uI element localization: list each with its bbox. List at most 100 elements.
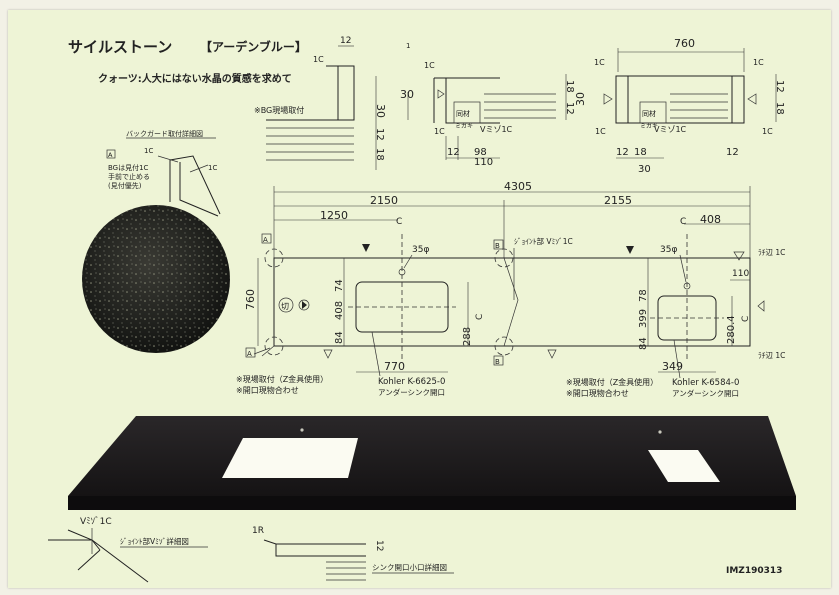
section-right-dim-30b: 30 (638, 164, 651, 175)
section-right-material: 同材 (642, 109, 656, 118)
plan-dim-1250: 1250 (320, 209, 348, 222)
plan-circle-mark: 切 (281, 302, 289, 311)
section-mid-ref: 1 (406, 42, 410, 50)
plan-dim-c-left: C (475, 314, 485, 320)
section-mid-dim-98: 98 (474, 147, 487, 158)
joint-detail: Vﾐｿﾞ1C ｼﾞｮｲﾝﾄ部Vﾐｿﾞ詳細図 (48, 516, 208, 583)
plan-undersink-left: アンダーシンク開口 (378, 387, 445, 397)
section-mid: 1 1C 30 同材 1C ミガキ Vミゾ1C 18 12 12 98 110 (400, 42, 575, 168)
plan-dim-78: 78 (638, 289, 649, 302)
section-mid-vmiter: Vミゾ1C (480, 125, 513, 134)
sink-opening-left (222, 438, 358, 478)
section-mid-material: 同材 (456, 109, 470, 118)
countertop-rendering (68, 416, 796, 510)
section-right-dim-12: 12 (616, 147, 629, 158)
section-right-dim-30: 30 (574, 92, 587, 106)
section-right: 760 1C 1C 30 同材 12 18 1C 1C ミガキ Vミゾ1C 12… (574, 37, 785, 175)
section-right-dim-12-right: 12 (726, 147, 739, 158)
plan-note-left-1: ※現場取付（Z金具使用） (236, 374, 328, 384)
backguard-detail-title: バックガード取付詳細図 (126, 129, 203, 138)
section-mid-dim-110: 110 (474, 157, 493, 168)
plan-marker-a-bottom: A (247, 350, 252, 358)
plan-note-right-1: ※現場取付（Z金具使用） (566, 377, 658, 387)
plan-dim-760: 760 (244, 289, 257, 310)
backguard-chamfer-right: 1C (208, 164, 217, 172)
section-right-dim-18b: 18 (634, 147, 647, 158)
section-right-vmiter: Vミゾ1C (654, 125, 687, 134)
plan-dim-74: 74 (334, 279, 345, 292)
sink-dim-12: 12 (374, 540, 384, 551)
section-right-chamfer-left: 1C (594, 58, 605, 67)
sink-detail-title: シンク開口小口詳細図 (372, 562, 447, 572)
section-left-chamfer: 1C (313, 55, 324, 64)
plan-note-right-2: ※開口現物合わせ (566, 388, 629, 398)
section-left-dim-top: 12 (340, 36, 351, 46)
plan-center-left: C (396, 217, 402, 227)
plan-dim-84: 84 (334, 331, 345, 344)
section-mid-dim-12v: 12 (564, 102, 575, 115)
section-mid-miter: ミガキ (455, 122, 473, 130)
plan-kohler-right: Kohler K-6584-0 (672, 378, 739, 388)
plan-edge-bottom: ﾗﾁ辺 1C (758, 351, 785, 360)
plan-dim-399: 399 (638, 309, 649, 328)
section-right-chamfer-bl: 1C (595, 127, 606, 136)
section-right-chamfer-right: 1C (753, 58, 764, 67)
drawing-sheet: サイルストーン 【アーデンブルー】 クォーツ:人大にはない水晶の質感を求めて バ… (8, 10, 831, 588)
backguard-note-2: 手前で止める (108, 172, 150, 181)
section-left-dim-30: 30 (374, 104, 387, 118)
plan-view: 4305 2150 2155 1250 C 408 C ｼﾞｮｲﾝﾄ部 Vﾐｿﾞ… (236, 180, 785, 398)
plan-marker-b-top: B (495, 242, 500, 250)
plan-dim-84r: 84 (638, 337, 649, 350)
plan-dim-c-right: C (741, 316, 751, 322)
sink-opening-right (648, 450, 720, 482)
sink-radius: 1R (252, 526, 264, 536)
drawing-canvas: サイルストーン 【アーデンブルー】 クォーツ:人大にはない水晶の質感を求めて バ… (48, 36, 796, 583)
plan-dim-right: 2155 (604, 194, 632, 207)
plan-dim-110: 110 (732, 269, 749, 279)
section-right-chamfer-br: 1C (762, 127, 773, 136)
section-right-miter: ミガキ (640, 122, 658, 130)
plan-hole-left: 35φ (412, 245, 429, 255)
bg-note: ※BG現場取付 (254, 105, 304, 115)
section-mid-dim-30: 30 (400, 88, 414, 101)
plan-center-right: C (680, 217, 686, 227)
subtitle: クォーツ:人大にはない水晶の質感を求めて (98, 72, 292, 85)
plan-kohler-left: Kohler K-6625-0 (378, 377, 445, 387)
doc-id: IMZ190313 (726, 566, 782, 576)
section-mid-chamfer-bottom: 1C (434, 127, 445, 136)
backguard-note-3: (見付優先) (108, 181, 142, 190)
section-left-dim-18: 18 (374, 148, 385, 161)
backguard-chamfer-top: 1C (144, 147, 153, 155)
plan-edge-top: ﾗﾁ辺 1C (758, 248, 785, 257)
sink-edge-detail: 1R 12 シンク開口小口詳細図 (252, 526, 454, 581)
plan-dim-408: 408 (700, 213, 721, 226)
plan-dim-288: 288 (462, 327, 473, 346)
plan-undersink-right: アンダーシンク開口 (672, 388, 739, 398)
section-mid-chamfer-top: 1C (424, 61, 435, 70)
backguard-note-1: BGは見付1C (108, 163, 149, 172)
plan-dim-408v: 408 (334, 301, 345, 320)
plan-dim-left: 2150 (370, 194, 398, 207)
plan-dim-total: 4305 (504, 180, 532, 193)
plan-hole-right: 35φ (660, 245, 677, 255)
backguard-detail: バックガード取付詳細図 A 1C 1C BGは見付1C 手前で止める (見付優先… (106, 129, 221, 217)
plan-dim-770: 770 (384, 360, 405, 373)
plan-note-left-2: ※開口現物合わせ (236, 385, 299, 395)
section-right-dim-18: 18 (774, 102, 785, 115)
joint-title: ｼﾞｮｲﾝﾄ部Vﾐｿﾞ詳細図 (120, 536, 189, 546)
section-left-dim-12: 12 (374, 128, 385, 141)
joint-vmiter: Vﾐｿﾞ1C (80, 516, 112, 527)
title: サイルストーン (68, 38, 172, 56)
plan-dim-349: 349 (662, 360, 683, 373)
plan-joint-label: ｼﾞｮｲﾝﾄ部 Vﾐｿﾞ1C (514, 236, 573, 246)
backguard-box-label: A (108, 151, 113, 159)
section-mid-dim-18: 18 (564, 80, 575, 93)
plan-dim-2804: 280.4 (726, 315, 737, 344)
plan-marker-b-bottom: B (495, 358, 500, 366)
section-right-dim-760: 760 (674, 37, 695, 50)
section-right-dim-12v: 12 (774, 80, 785, 93)
section-mid-dim-12: 12 (447, 147, 460, 158)
section-left: ※BG現場取付 12 1C 30 12 18 (254, 36, 387, 170)
plan-marker-a-top: A (263, 236, 268, 244)
color-name: 【アーデンブルー】 (200, 39, 307, 54)
